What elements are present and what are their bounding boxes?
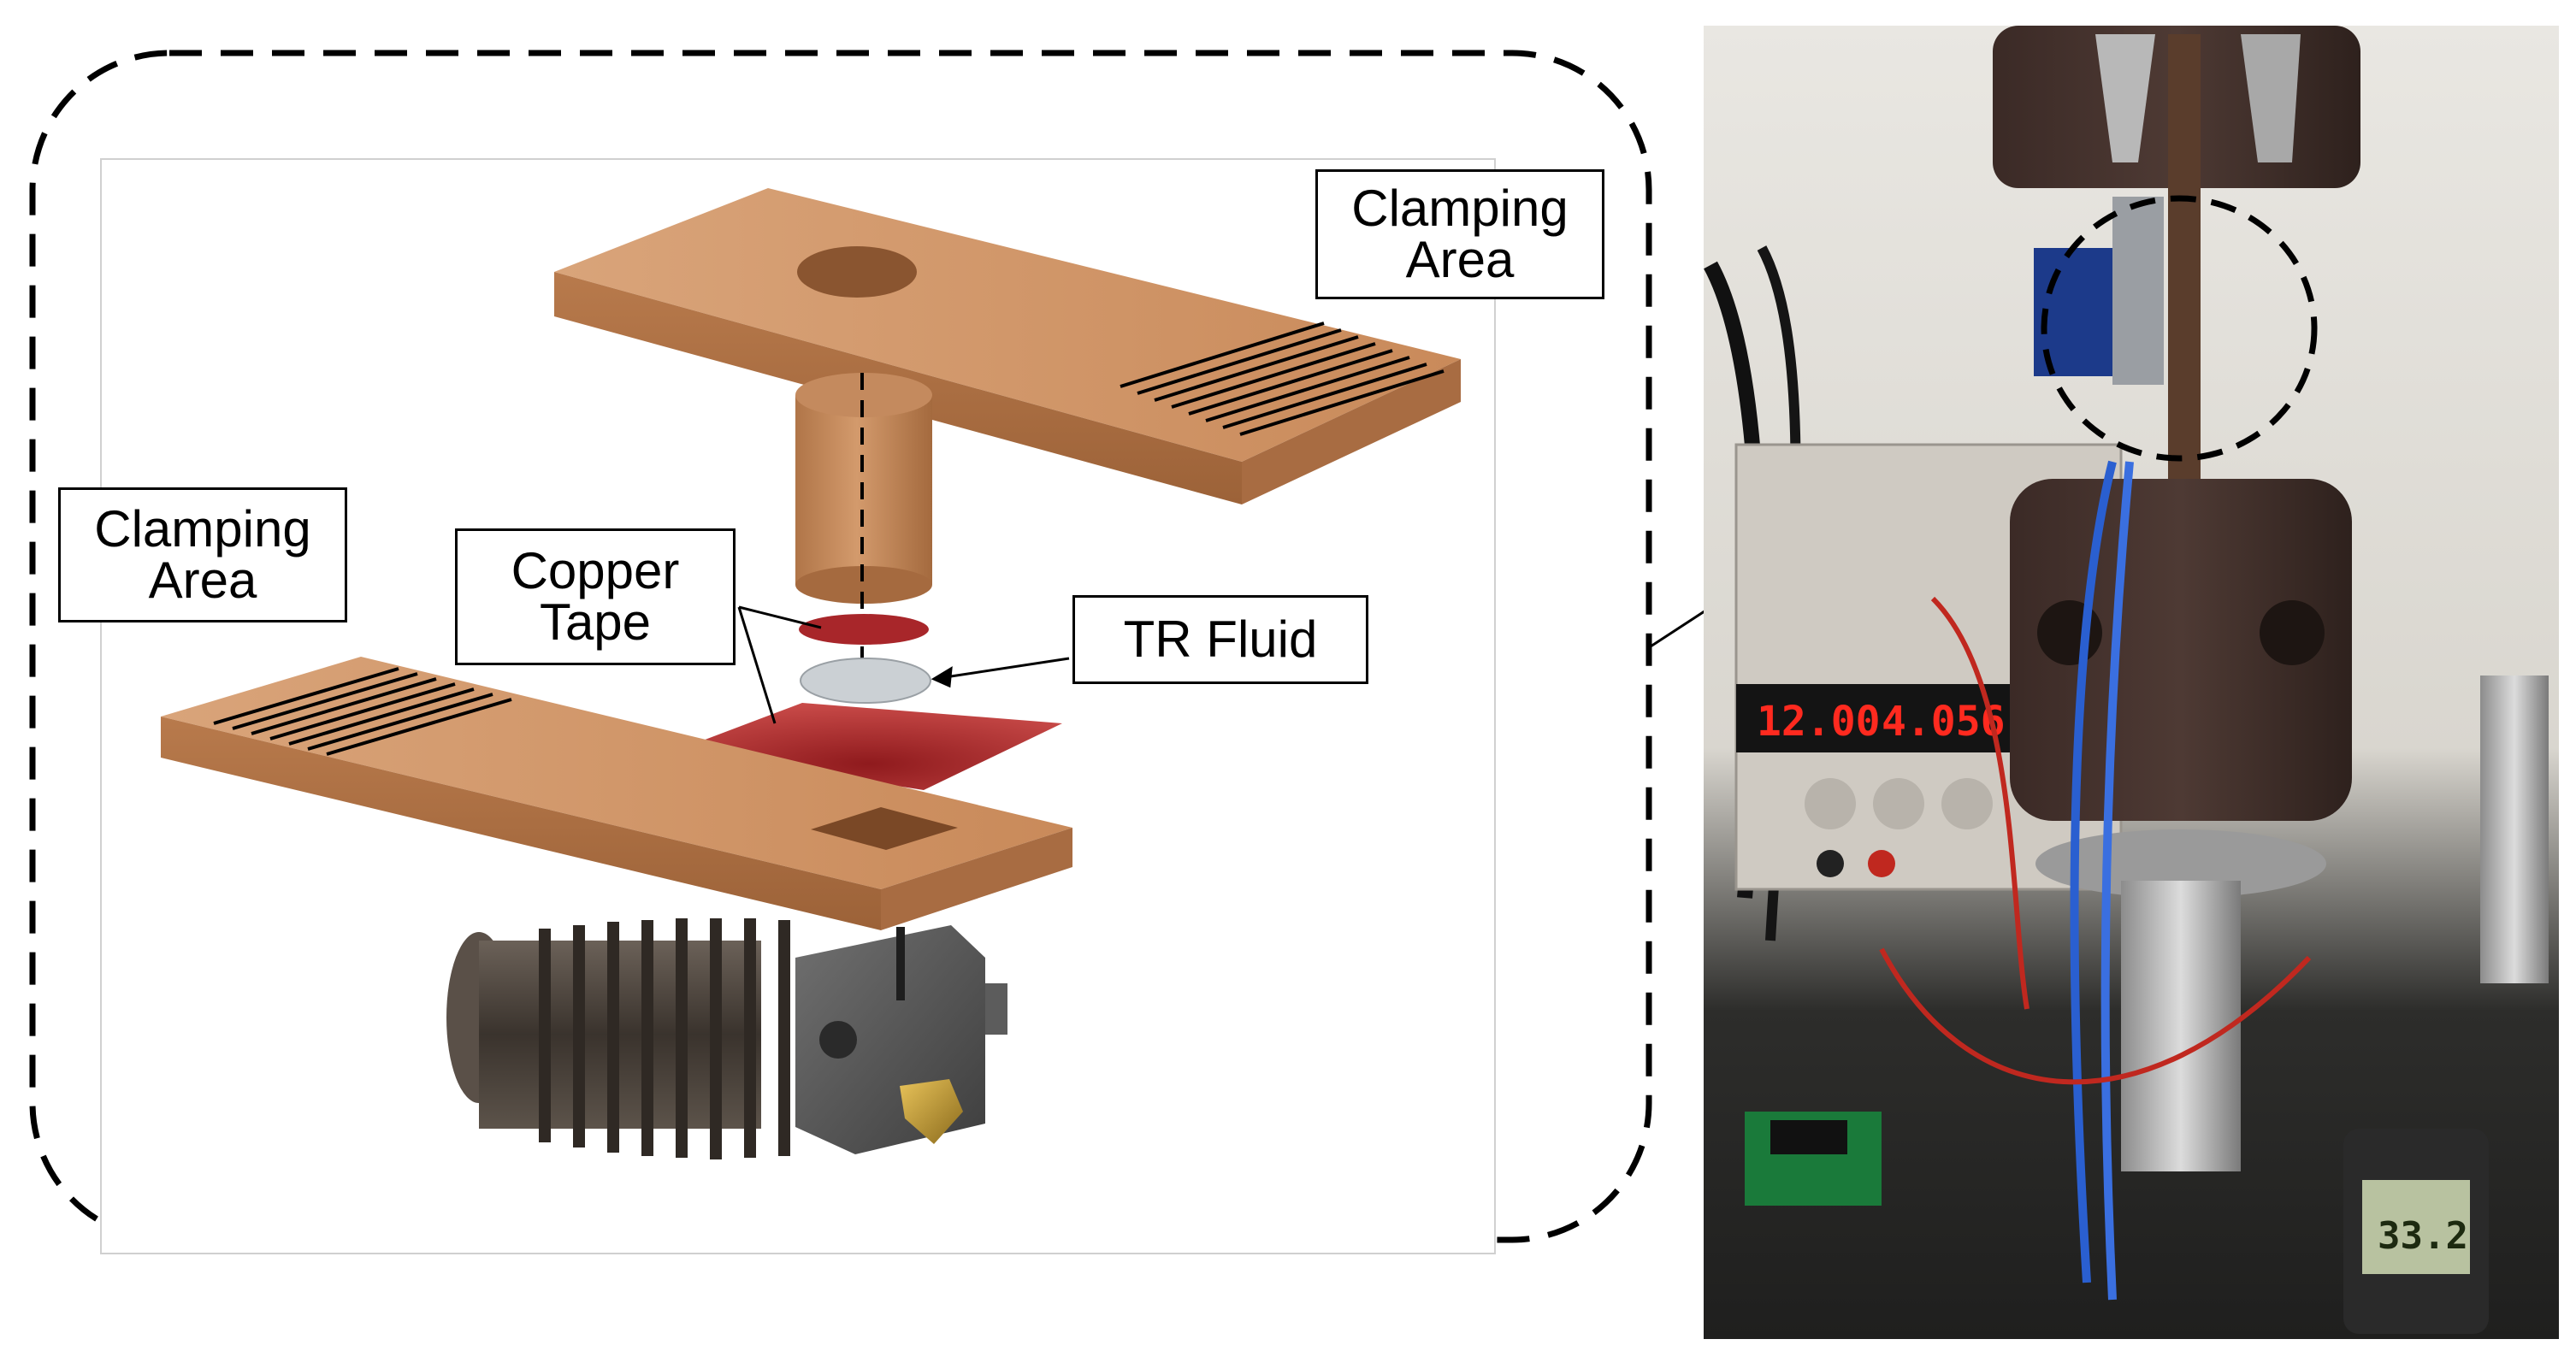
heater-heatsink-assembly [446,918,1007,1159]
label-clamping-area-left-line1: Clamping [94,500,311,558]
top-clamping-hatch [1120,322,1445,436]
bottom-wooden-plate [161,657,1072,930]
highlight-dashed-circle [2041,195,2318,462]
label-clamping-area-left: Clamping Area [58,487,347,622]
label-clamping-area-left-line2: Area [148,552,257,609]
label-copper-tape-line1: Copper [511,542,680,599]
psu-voltage-readout: 12.00 [1757,698,1881,746]
label-copper-tape: Copper Tape [455,528,736,665]
label-clamping-area-top: Clamping Area [1315,169,1604,299]
left-clamping-hatch [213,667,512,756]
label-tr-fluid-text: TR Fluid [1123,611,1318,668]
label-tr-fluid: TR Fluid [1072,595,1368,684]
bottom-plate-square-hole [811,807,958,850]
thermometer-readout: 33.2 [2378,1214,2468,1258]
tr-fluid-disc [800,658,931,704]
test-rig-photo: 12.00 4.056 33.2 [1704,26,2559,1339]
copper-tape-sheet [676,703,1062,790]
exploded-assembly-view [29,50,2000,1254]
lower-fixture-post [2121,881,2241,1171]
psu-current-readout: 4.056 [1882,698,2006,746]
label-clamping-area-top-line2: Area [1405,231,1515,288]
label-copper-tape-line2: Tape [539,593,652,651]
top-plate-hole [797,246,917,298]
brass-nozzle [900,1079,963,1144]
copper-disc-small [799,614,929,645]
label-clamping-area-top-line1: Clamping [1351,180,1569,237]
